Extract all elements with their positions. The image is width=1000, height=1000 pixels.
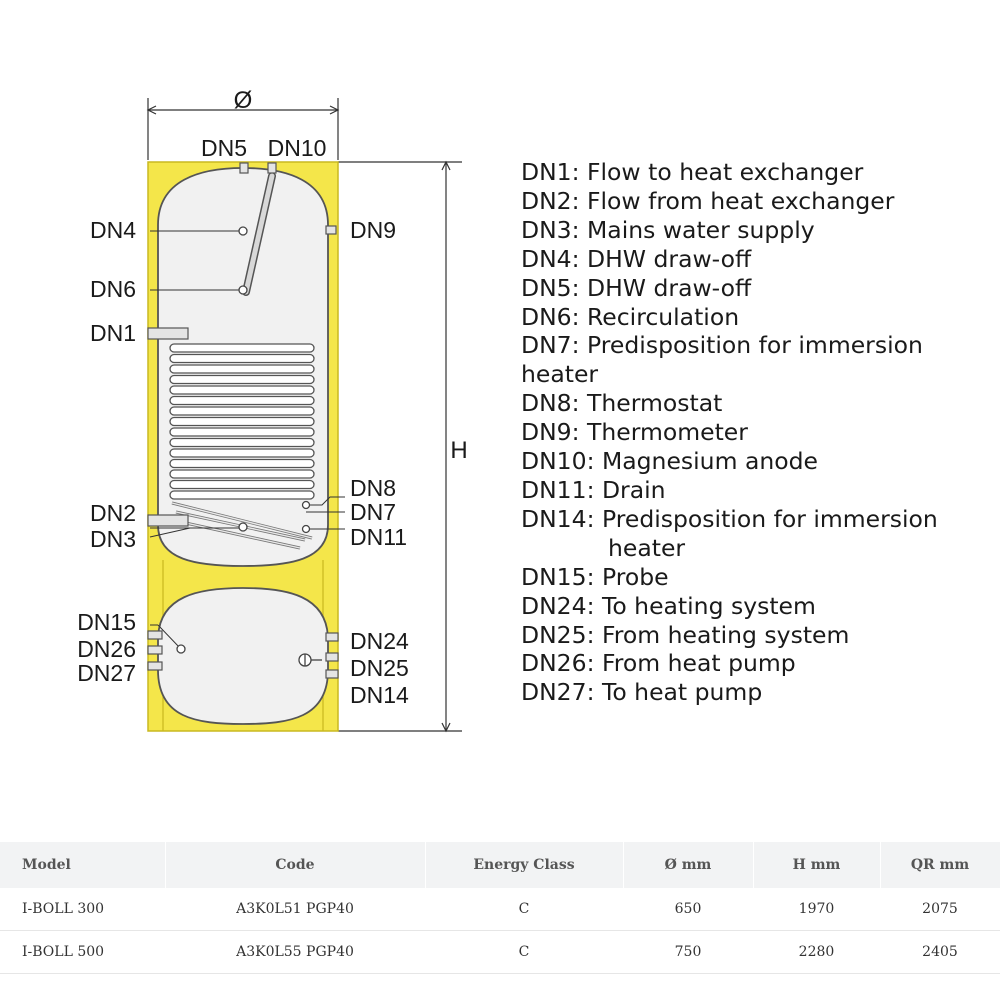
- legend-item: DN24: To heating system: [521, 591, 816, 620]
- coil-turn: [169, 490, 315, 500]
- height-dimension: [338, 160, 462, 733]
- specs-header-row: Model Code Energy Class Ø mm H mm QR mm: [0, 842, 1000, 888]
- leader-lines: [149, 230, 345, 649]
- callout-dn27: DN27: [77, 660, 136, 686]
- coil-turn: [169, 416, 315, 427]
- legend-item: DN1: Flow to heat exchanger: [521, 158, 864, 186]
- legend-item: DN5: DHW draw-off: [521, 273, 752, 302]
- legend-item: DN14: Predisposition for immersion heate…: [521, 504, 938, 562]
- callout-dn1: DN1: [90, 320, 136, 346]
- callout-dn8: DN8: [350, 475, 396, 501]
- legend-item: DN15: Probe: [521, 562, 669, 591]
- fittings: [176, 226, 322, 667]
- legend-item: DN25: From heating system: [521, 620, 850, 649]
- callout-dn3: DN3: [90, 526, 136, 552]
- callout-dn7: DN7: [350, 499, 396, 525]
- coil-turn: [169, 364, 315, 374]
- header-energy-class: Energy Class: [425, 842, 624, 888]
- callout-dn2: DN2: [90, 500, 136, 526]
- legend-item: DN6: Recirculation: [521, 302, 740, 331]
- callout-dn4: DN4: [90, 217, 136, 243]
- table-row: I-BOLL 500 A3K0L55 PGP40 C 750 2280 2405: [0, 930, 1000, 974]
- coil-turn: [169, 406, 315, 416]
- callout-dn10: DN10: [268, 135, 327, 161]
- tank-diagram: Ø H: [77, 87, 468, 733]
- coil-turn: [169, 343, 315, 353]
- cell-qr: 2405: [880, 930, 1000, 974]
- legend-item: DN26: From heat pump: [521, 649, 796, 678]
- heat-exchanger-coil: [169, 343, 315, 550]
- callout-dn9: DN9: [350, 217, 396, 243]
- cell-model: I-BOLL 500: [0, 930, 165, 974]
- cell-energy-class: C: [425, 930, 623, 974]
- callout-dn24: DN24: [350, 628, 409, 654]
- coil-turn: [169, 427, 315, 437]
- header-diameter: Ø mm: [623, 842, 754, 888]
- cell-height: 1970: [753, 888, 880, 931]
- legend-item: DN10: Magnesium anode: [521, 447, 818, 476]
- coil-turn: [169, 479, 315, 490]
- header-model: Model: [0, 842, 166, 888]
- connections-legend: DN1: Flow to heat exchanger DN2: Flow fr…: [521, 158, 991, 707]
- coil-turn: [169, 353, 315, 364]
- cell-diameter: 650: [623, 888, 753, 931]
- legend-item: DN7: Predisposition for immersion heater: [521, 331, 923, 389]
- header-code: Code: [165, 842, 426, 888]
- legend-item: DN4: DHW draw-off: [521, 244, 752, 273]
- cell-model: I-BOLL 300: [0, 888, 165, 931]
- legend-item: DN9: Thermometer: [521, 418, 748, 447]
- cell-diameter: 750: [623, 930, 753, 974]
- specs-table: Model Code Energy Class Ø mm H mm QR mm …: [0, 842, 1000, 974]
- legend-item: DN2: Flow from heat exchanger: [521, 186, 895, 215]
- coil-turn: [169, 437, 315, 448]
- callout-dn26: DN26: [77, 636, 136, 662]
- callout-dn11: DN11: [350, 524, 407, 550]
- header-height: H mm: [753, 842, 881, 888]
- callout-dn15: DN15: [77, 609, 136, 635]
- table-row: I-BOLL 300 A3K0L51 PGP40 C 650 1970 2075: [0, 888, 1000, 931]
- legend-item: DN8: Thermostat: [521, 389, 723, 418]
- callout-dn14: DN14: [350, 682, 409, 708]
- callout-dn25: DN25: [350, 655, 409, 681]
- callout-dn5: DN5: [201, 135, 247, 161]
- nozzles: [147, 162, 339, 679]
- coil-turn: [169, 385, 315, 395]
- coil-turn: [169, 395, 315, 406]
- legend-item: DN27: To heat pump: [521, 678, 763, 707]
- magnesium-anode: [242, 172, 276, 296]
- header-qr: QR mm: [880, 842, 1000, 888]
- diameter-dimension: [146, 98, 340, 160]
- callout-dn6: DN6: [90, 276, 136, 302]
- legend-item: DN11: Drain: [521, 475, 666, 504]
- coil-turn: [169, 458, 315, 469]
- diameter-label: Ø: [234, 87, 253, 114]
- cell-code: A3K0L51 PGP40: [165, 888, 425, 931]
- cell-code: A3K0L55 PGP40: [165, 930, 425, 974]
- cell-qr: 2075: [880, 888, 1000, 931]
- cell-height: 2280: [753, 930, 880, 974]
- cell-energy-class: C: [425, 888, 623, 931]
- height-label: H: [450, 437, 467, 464]
- coil-turn: [169, 469, 315, 479]
- coil-turn: [169, 374, 315, 385]
- legend-item: DN3: Mains water supply: [521, 215, 815, 244]
- coil-turn: [169, 448, 315, 458]
